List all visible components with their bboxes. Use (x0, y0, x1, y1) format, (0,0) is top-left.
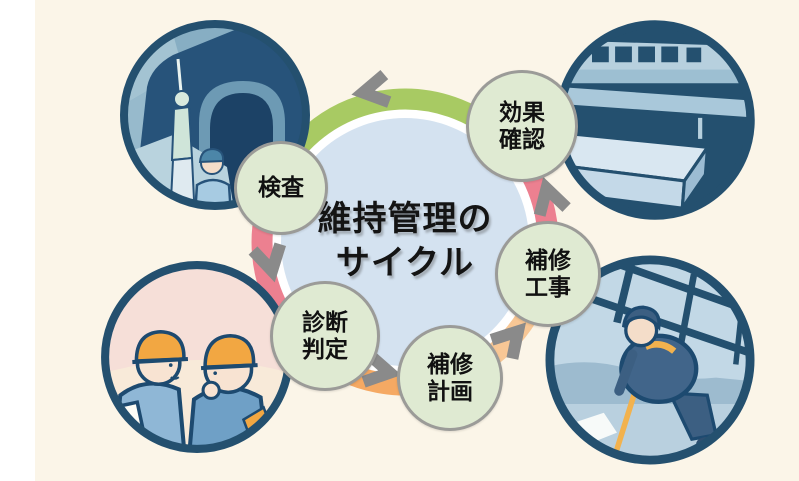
cycle-node-diagnosis-judgment: 診断 判定 (270, 281, 380, 391)
slope-repair-worker-illustration (540, 250, 760, 470)
node-label: 検査 (258, 174, 304, 201)
node-label: 補修 計画 (427, 350, 473, 404)
diagram-title: 維持管理の サイクル (317, 200, 493, 282)
cycle-node-inspection: 検査 (234, 141, 328, 235)
bridge-structure-illustration (550, 15, 760, 225)
node-label: 補修 工事 (525, 246, 571, 300)
engineers-discussion-illustration (96, 256, 298, 458)
node-label: 効果 確認 (499, 98, 545, 152)
cycle-node-effect-confirmation: 効果 確認 (466, 70, 578, 182)
node-label: 診断 判定 (302, 308, 348, 362)
cycle-node-repair-work: 補修 工事 (495, 221, 601, 327)
tunnel-inspection-illustration (115, 15, 315, 215)
cycle-node-repair-plan: 補修 計画 (397, 325, 503, 431)
